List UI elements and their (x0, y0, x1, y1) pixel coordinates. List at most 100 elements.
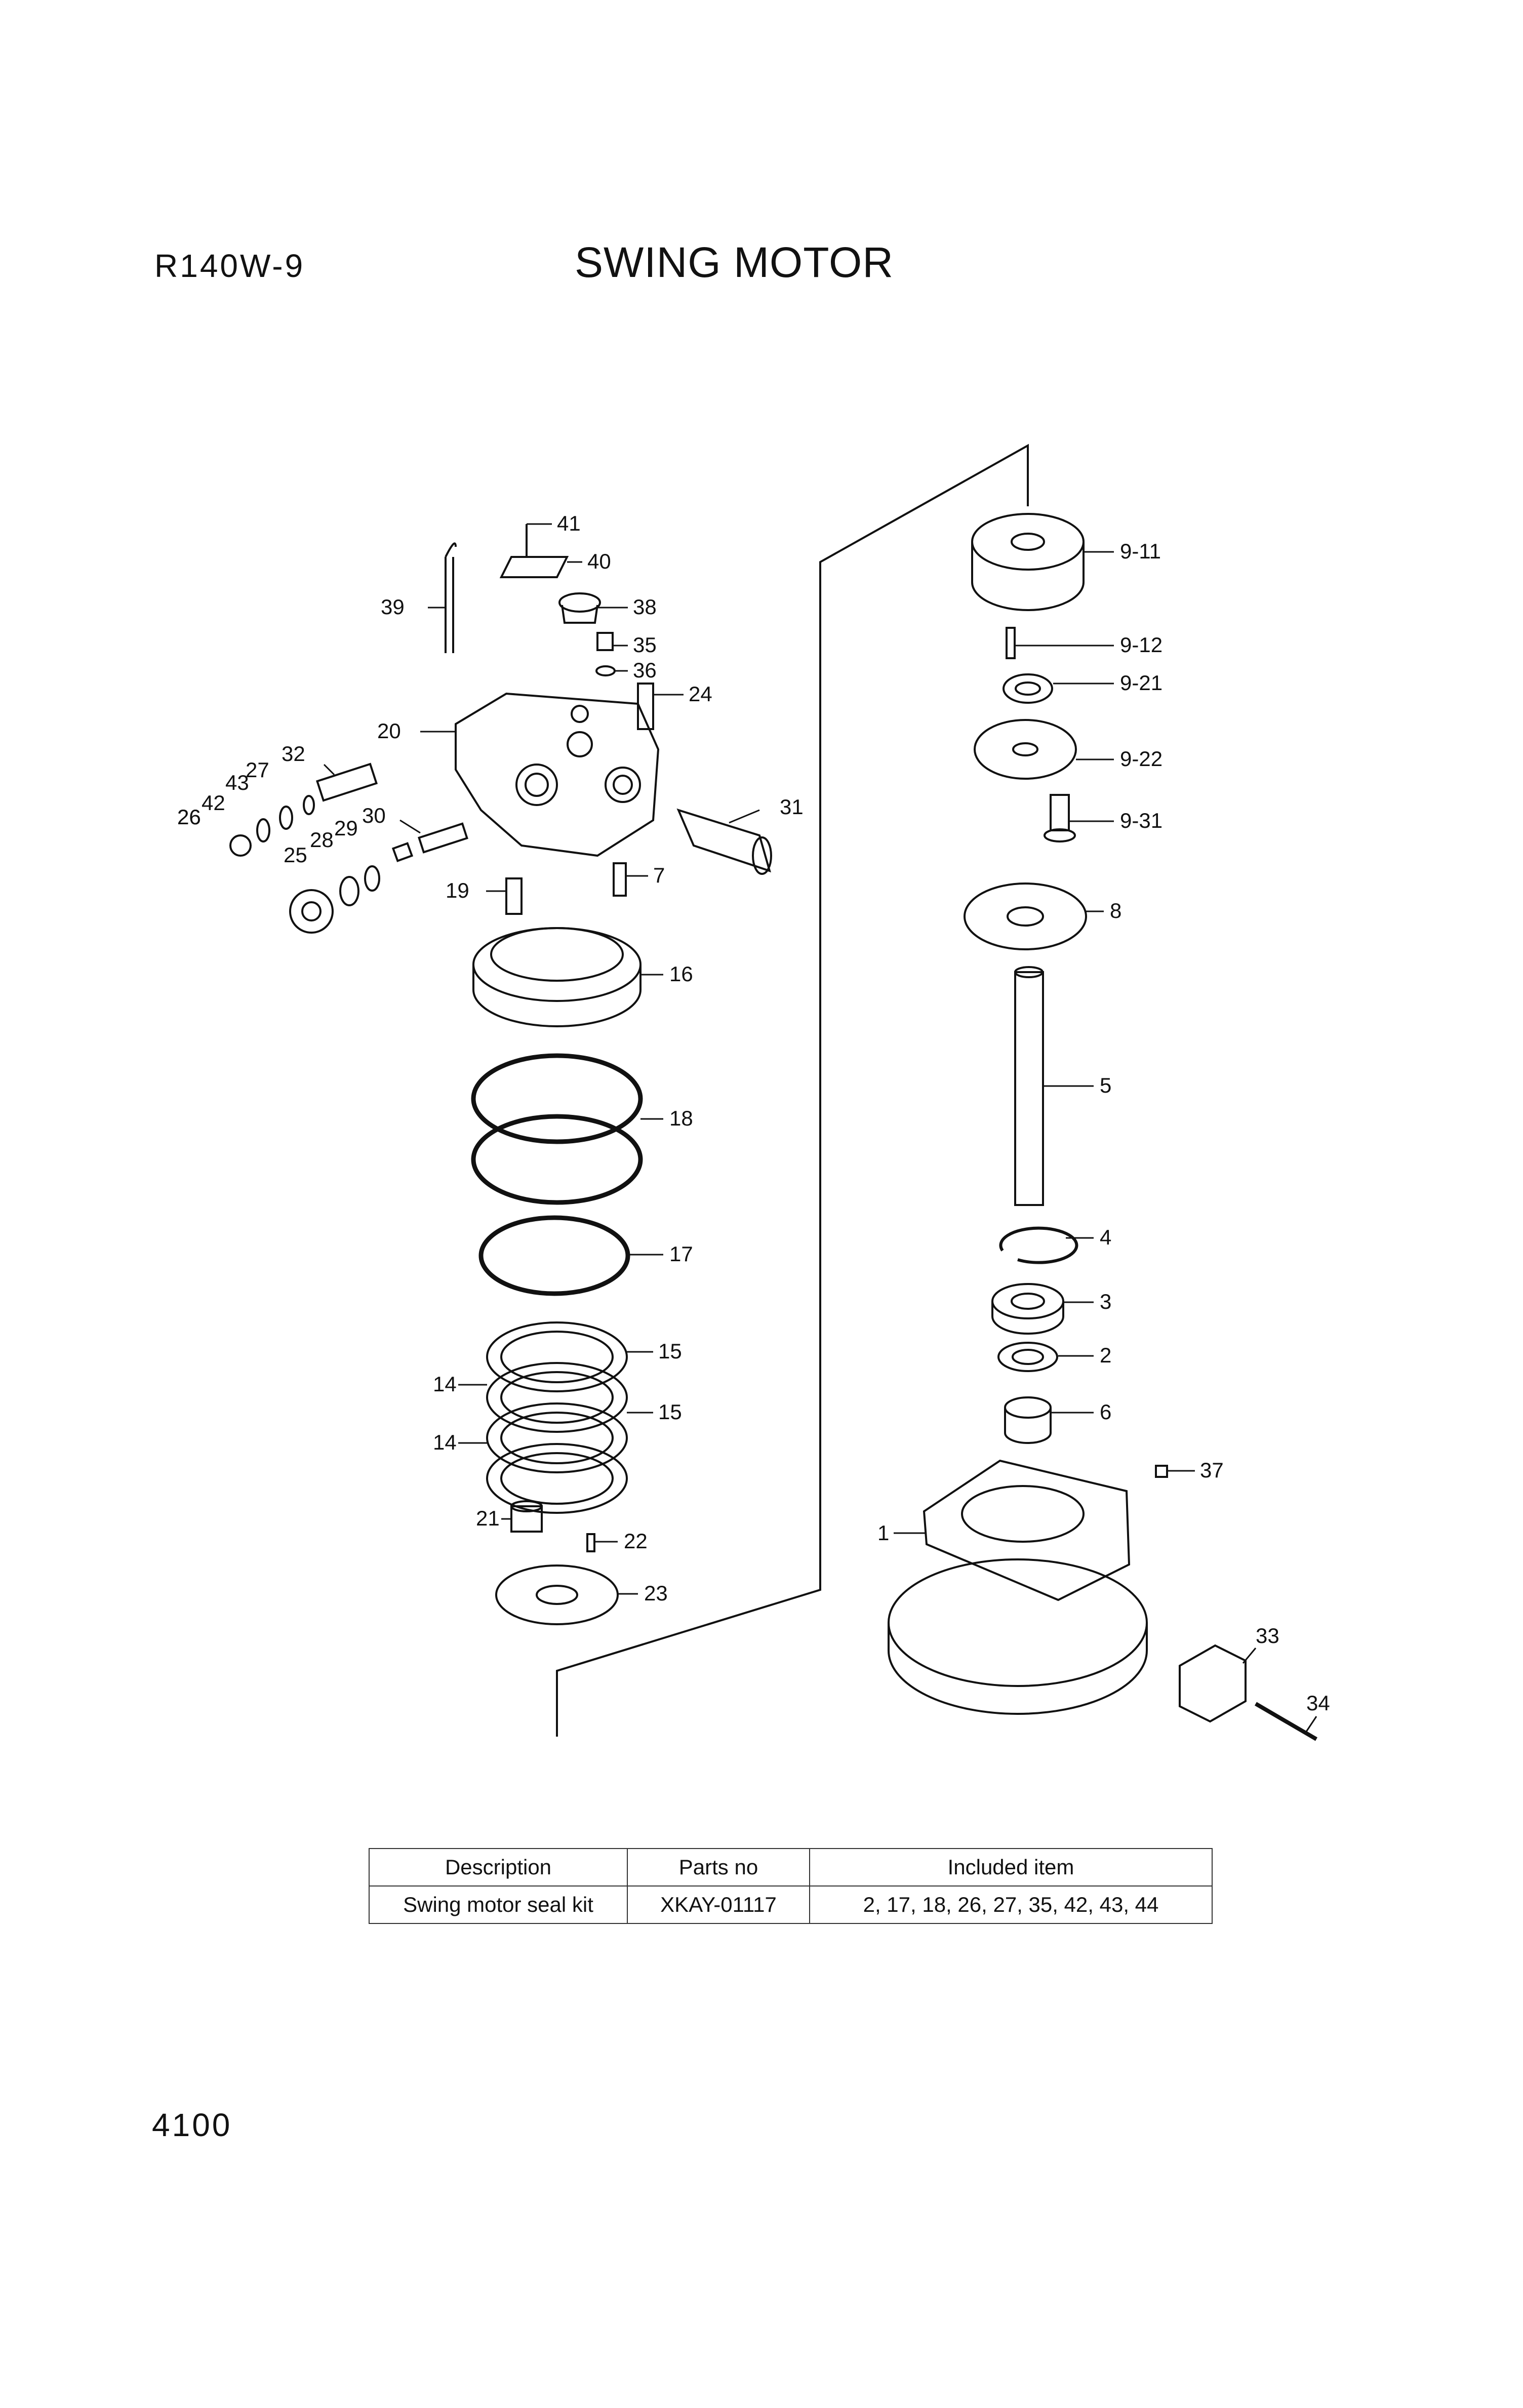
column-header-description: Description (369, 1848, 628, 1887)
part-35-oring (595, 665, 616, 676)
callout-label: 23 (644, 1581, 668, 1605)
seal-kit-table: Description Parts no Included item Swing… (369, 1848, 1213, 1924)
part-42-oring (303, 795, 315, 815)
part-9-22-set-plate (974, 719, 1077, 780)
part-28-spring (391, 842, 414, 862)
callout-label: 37 (1200, 1458, 1224, 1482)
part-23-valve-plate (495, 1564, 619, 1625)
table-row: Swing motor seal kit XKAY-01117 2, 17, 1… (369, 1885, 1213, 1924)
part-2-oil-seal (997, 1342, 1058, 1372)
part-29-plunger (418, 822, 468, 854)
part-24-bolt (637, 683, 654, 730)
callout-label: 9-21 (1120, 671, 1163, 695)
part-9-31-piston-shoe (1050, 794, 1070, 831)
part-36-plug (1155, 1465, 1168, 1478)
page-title: SWING MOTOR (574, 238, 894, 286)
part-16-brake-piston (472, 927, 642, 1002)
callout-label: 14 (433, 1372, 457, 1396)
callout-label: 2 (1100, 1343, 1111, 1367)
callout-label: 26 (177, 805, 201, 829)
part-32-relief-block (1179, 1644, 1247, 1723)
callout-label: 14 (433, 1430, 457, 1454)
part-8-shoe-plate (964, 882, 1087, 950)
callout-label: 9-11 (1120, 539, 1161, 563)
callout-label: 29 (334, 816, 358, 840)
part-34-plug (596, 632, 614, 651)
part-39-plate (499, 556, 569, 578)
part-4-snap-ring (999, 1226, 1078, 1264)
part-27-backup-ring (364, 865, 380, 892)
callout-label: 31 (780, 795, 804, 819)
part-9-21-ball-guide (1003, 673, 1053, 704)
callout-label: 20 (377, 719, 401, 743)
part-5-drive-shaft (1014, 971, 1044, 1206)
callout-label: 15 (658, 1400, 682, 1424)
callout-label: 26 (177, 805, 201, 829)
callout-label: 17 (669, 1242, 693, 1266)
callout-label: 18 (669, 1106, 693, 1130)
callout-label: 5 (1100, 1073, 1111, 1097)
callout-label: 9-31 (1120, 809, 1163, 832)
part-20-valve-casing (455, 692, 660, 857)
callout-label: 22 (624, 1529, 648, 1553)
part-3-roller-bearing (991, 1283, 1064, 1319)
column-header-included-item: Included item (809, 1848, 1213, 1887)
part-14-friction-plate-2 (486, 1443, 628, 1514)
callout-label: 3 (1100, 1290, 1111, 1313)
part-37-cap (558, 592, 601, 613)
part-30-spindle (676, 808, 771, 873)
callout-label: 27 (246, 758, 269, 782)
part-1-casing (888, 1558, 1148, 1687)
part-19-spring (505, 877, 523, 915)
part-25-plug (289, 889, 334, 934)
callout-label: 16 (669, 962, 693, 986)
callout-label: 6 (1100, 1400, 1111, 1424)
part-15-separator-plate-1 (486, 1321, 628, 1392)
part-17-oring (478, 1215, 630, 1296)
callout-label: 38 (633, 595, 657, 619)
assembly-guide-line (556, 444, 1029, 1737)
part-38-rod (445, 542, 457, 653)
part-9-11-cylinder-block (971, 513, 1085, 571)
part-18-oring-upper (471, 1053, 643, 1144)
part-26-oring (339, 876, 359, 906)
kit-part-number: XKAY-01117 (627, 1885, 810, 1924)
callout-label: 28 (310, 828, 334, 852)
part-33-bolt (1254, 1702, 1318, 1741)
callout-label: 8 (1110, 899, 1121, 922)
callout-label: 24 (689, 682, 712, 706)
page-number: 4100 (152, 2107, 232, 2143)
part-18-oring-lower (471, 1114, 643, 1205)
part-9-12-spring (1006, 627, 1016, 659)
callout-label: 9-22 (1120, 747, 1163, 771)
callout-label: 36 (633, 658, 657, 682)
part-14-friction-plate-1 (486, 1362, 628, 1433)
part-41-plug (229, 834, 252, 857)
kit-description: Swing motor seal kit (369, 1885, 628, 1924)
model-code: R140W-9 (154, 248, 305, 284)
part-22-pin (586, 1533, 595, 1552)
part-43-backup-ring (279, 806, 293, 830)
callout-label: 7 (653, 863, 665, 887)
table-header-row: Description Parts no Included item (369, 1848, 1213, 1887)
part-31-sleeve (315, 762, 378, 802)
part-44-oring (256, 818, 270, 842)
callout-label: 35 (633, 633, 657, 657)
callout-label: 43 (225, 771, 249, 794)
part-15-separator-plate-2 (486, 1402, 628, 1473)
callout-label: 21 (476, 1506, 500, 1530)
callout-label: 9-12 (1120, 633, 1163, 657)
callout-label: 42 (202, 791, 225, 815)
callout-label: 34 (1306, 1691, 1330, 1715)
callout-label: 39 (381, 595, 405, 619)
callout-label: 41 (557, 511, 581, 535)
part-7-pin (613, 862, 627, 897)
callout-label: 4 (1100, 1225, 1111, 1249)
part-6-bushing (1004, 1396, 1052, 1419)
callout-label: 15 (658, 1339, 682, 1363)
callout-label: 19 (446, 878, 469, 902)
callout-label: 25 (284, 843, 307, 867)
callout-label: 32 (282, 742, 305, 766)
kit-included-items: 2, 17, 18, 26, 27, 35, 42, 43, 44 (809, 1885, 1213, 1924)
callout-label: 40 (587, 549, 611, 573)
